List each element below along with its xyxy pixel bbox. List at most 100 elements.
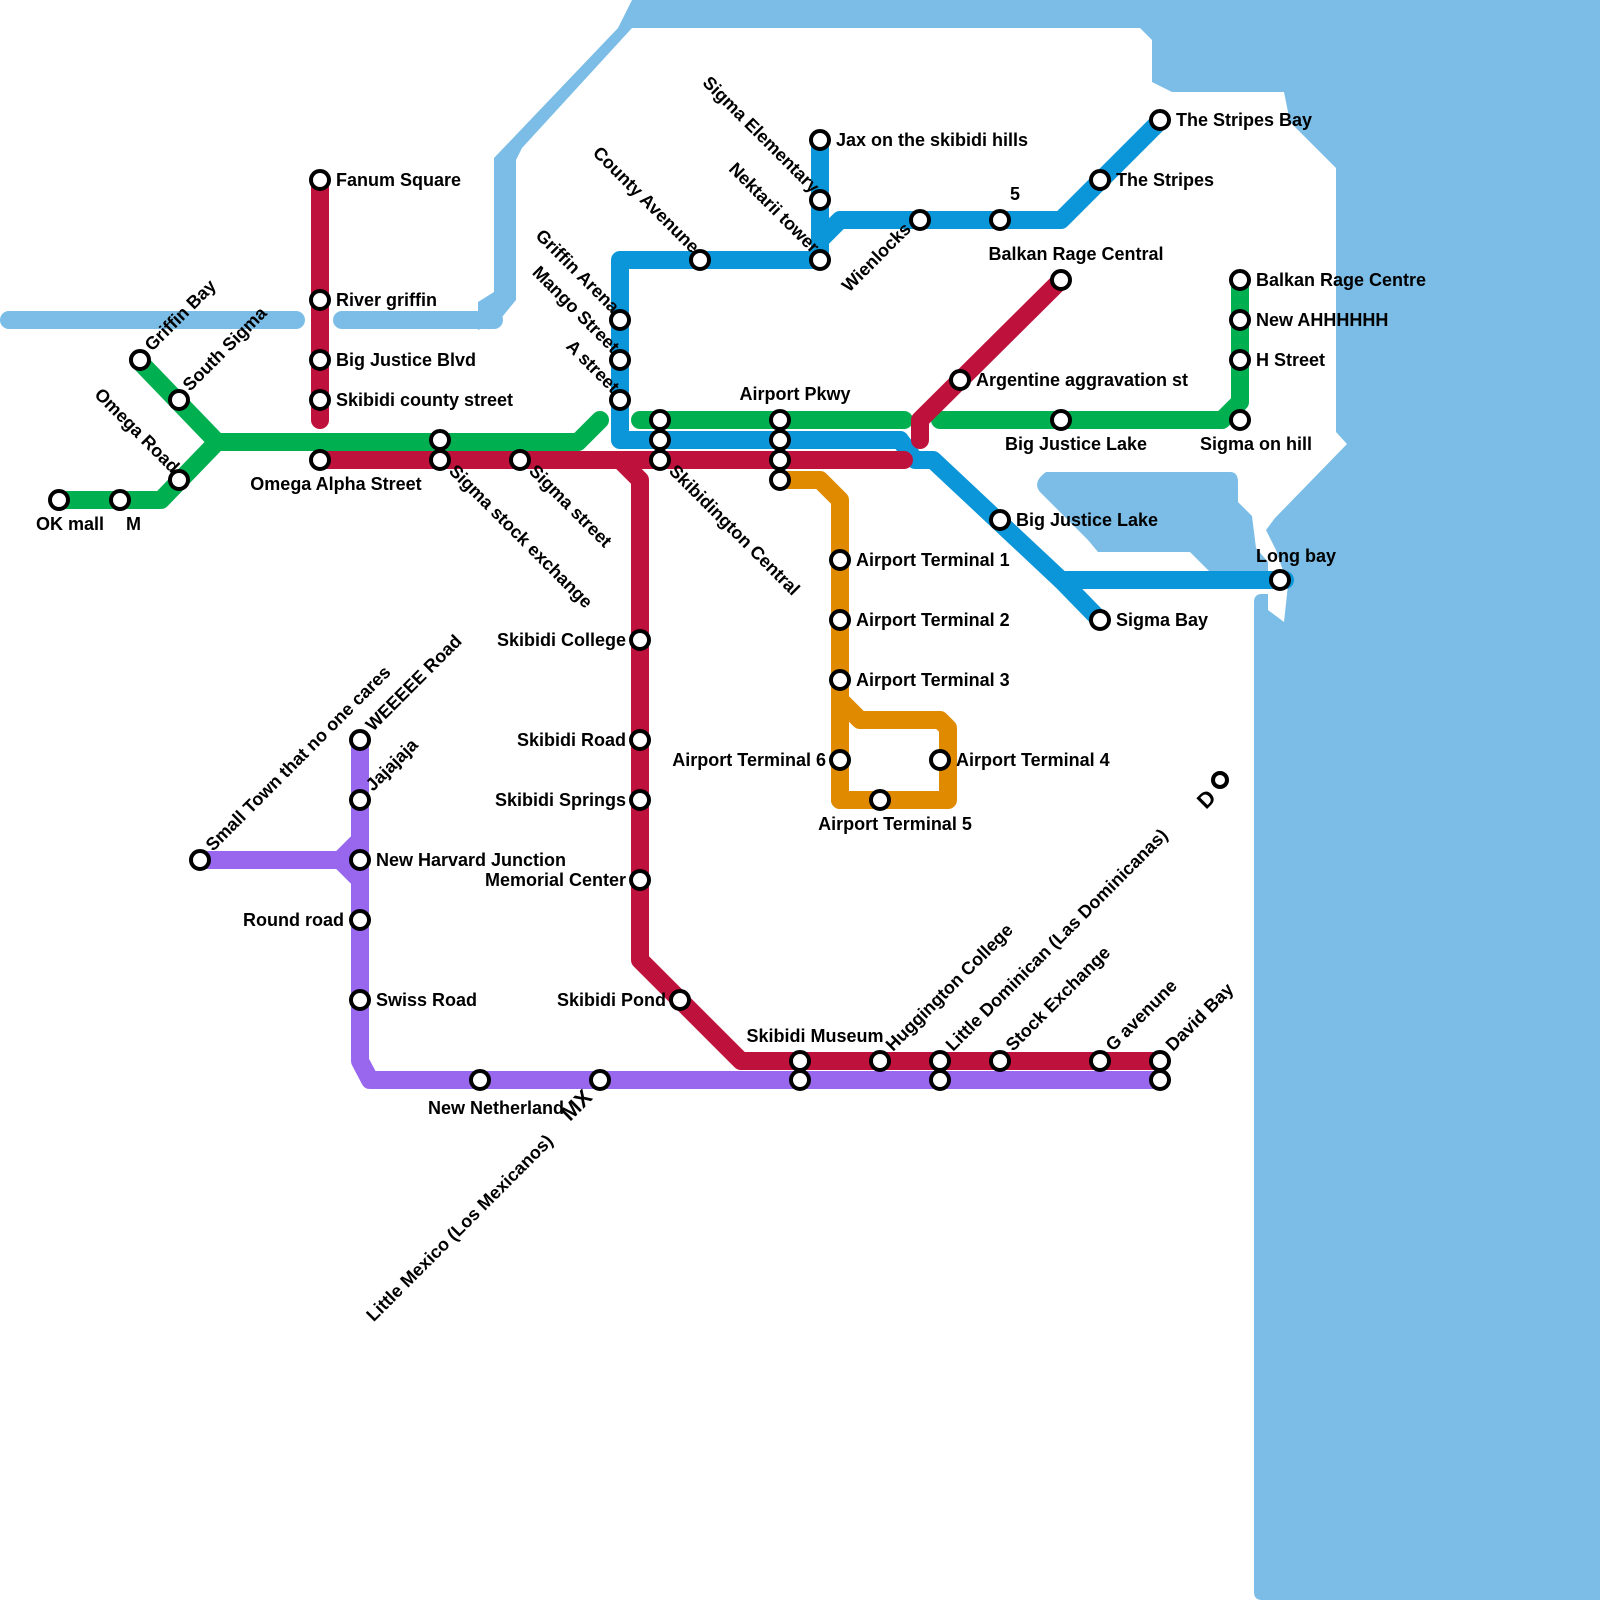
purple-line-main (351, 731, 1169, 1089)
station-skibidington-central-green[interactable] (649, 409, 671, 431)
label-river-griffin: River griffin (336, 290, 437, 310)
big-justice-lake (1037, 472, 1268, 572)
station-river-griffin[interactable] (309, 289, 331, 311)
station-sigma-on-hill[interactable] (1229, 409, 1251, 431)
station-balkan-rage-centre[interactable] (1229, 269, 1251, 291)
station-stock-exchange[interactable] (989, 1050, 1011, 1072)
station-sigma-bay[interactable] (1089, 609, 1111, 631)
station-skibidi-museum-purple[interactable] (789, 1069, 811, 1091)
station-omega-alpha-street[interactable] (309, 449, 331, 471)
station-griffin-arena[interactable] (609, 309, 631, 331)
station-county-avenune[interactable] (689, 249, 711, 271)
red-line-north-east (911, 271, 1070, 449)
station-big-justice-lake-blue[interactable] (989, 509, 1011, 531)
label-new-netherland: New Netherland (428, 1098, 564, 1118)
station-little-dominican-red[interactable] (929, 1050, 951, 1072)
station-memorial-center[interactable] (629, 869, 651, 891)
label-memorial-center: Memorial Center (485, 870, 626, 890)
station-little-dominican-purple[interactable] (929, 1069, 951, 1091)
label-skibidi-county-street: Skibidi county street (336, 390, 513, 410)
station-david-bay-red[interactable] (1149, 1050, 1171, 1072)
station-skibidi-pond[interactable] (669, 989, 691, 1011)
label-round-road: Round road (243, 910, 344, 930)
station-skibidi-college[interactable] (629, 629, 651, 651)
station-new-ahhhhhh[interactable] (1229, 309, 1251, 331)
blue-line-main (611, 131, 909, 449)
purple-line-west-b (331, 851, 369, 889)
station-sigma-stock-exchange-green[interactable] (429, 429, 451, 451)
station-big-justice-lake-green[interactable] (1050, 409, 1072, 431)
station-mx[interactable] (589, 1069, 611, 1091)
station-d[interactable] (1211, 771, 1229, 789)
label-big-justice-lake-green: Big Justice Lake (1005, 434, 1147, 454)
label-balkan-rage-centre: Balkan Rage Centre (1256, 270, 1426, 290)
station-jajajaja[interactable] (349, 789, 371, 811)
river-diagonal (478, 0, 632, 330)
line-purple (191, 731, 1169, 1089)
station-sigma-elementary[interactable] (809, 189, 831, 211)
sea (632, 0, 1600, 1600)
station-airport-pkwy-orange[interactable] (769, 469, 791, 491)
label-airport-terminal-2: Airport Terminal 2 (856, 610, 1010, 630)
label-swiss-road: Swiss Road (376, 990, 477, 1010)
label-airport-terminal-5: Airport Terminal 5 (818, 814, 972, 834)
station-mango-street[interactable] (609, 349, 631, 371)
station-a-street[interactable] (609, 389, 631, 411)
station-airport-pkwy-blue[interactable] (769, 429, 791, 451)
station-5[interactable] (989, 209, 1011, 231)
stations (48, 109, 1291, 1091)
station-david-bay-purple[interactable] (1149, 1069, 1171, 1091)
station-weeeee-road[interactable] (349, 729, 371, 751)
station-skibidi-road[interactable] (629, 729, 651, 751)
station-small-town[interactable] (189, 849, 211, 871)
station-skibidington-central-blue[interactable] (649, 429, 671, 451)
station-long-bay[interactable] (1269, 569, 1291, 591)
station-swiss-road[interactable] (349, 989, 371, 1011)
station-g-avenune[interactable] (1089, 1050, 1111, 1072)
station-skibidi-county-street[interactable] (309, 389, 331, 411)
label-sigma-on-hill: Sigma on hill (1200, 434, 1312, 454)
station-skibidington-central-red[interactable] (649, 449, 671, 471)
station-jax-on-the-skibidi-hills[interactable] (809, 129, 831, 151)
station-griffin-bay[interactable] (129, 349, 151, 371)
station-airport-terminal-2[interactable] (829, 609, 851, 631)
station-h-street[interactable] (1229, 349, 1251, 371)
station-new-netherland[interactable] (469, 1069, 491, 1091)
station-airport-terminal-6[interactable] (829, 749, 851, 771)
station-m[interactable] (109, 489, 131, 511)
station-ok-mall[interactable] (48, 489, 70, 511)
station-airport-terminal-5[interactable] (869, 789, 891, 811)
river-west-left (0, 311, 305, 329)
station-sigma-street[interactable] (509, 449, 531, 471)
station-wienlocks[interactable] (909, 209, 931, 231)
label-new-harvard-junction: New Harvard Junction (376, 850, 566, 870)
station-the-stripes[interactable] (1089, 169, 1111, 191)
station-sigma-stock-exchange-red[interactable] (429, 449, 451, 471)
station-fanum-square[interactable] (309, 169, 331, 191)
station-nektarii-tower[interactable] (809, 249, 831, 271)
station-the-stripes-bay[interactable] (1149, 109, 1171, 131)
station-airport-terminal-3[interactable] (829, 669, 851, 691)
station-skibidi-springs[interactable] (629, 789, 651, 811)
label-skibidi-springs: Skibidi Springs (495, 790, 626, 810)
station-round-road[interactable] (349, 909, 371, 931)
label-the-stripes: The Stripes (1116, 170, 1214, 190)
station-skibidi-museum-red[interactable] (789, 1050, 811, 1072)
station-airport-pkwy-green[interactable] (769, 409, 791, 431)
station-airport-terminal-1[interactable] (829, 549, 851, 571)
label-fanum-square: Fanum Square (336, 170, 461, 190)
station-balkan-rage-central[interactable] (1050, 269, 1072, 291)
label-airport-terminal-3: Airport Terminal 3 (856, 670, 1010, 690)
station-airport-terminal-4[interactable] (929, 749, 951, 771)
label-big-justice-blvd: Big Justice Blvd (336, 350, 476, 370)
label-h-street: H Street (1256, 350, 1325, 370)
river-west-right (333, 311, 503, 329)
station-south-sigma[interactable] (168, 389, 190, 411)
station-big-justice-blvd[interactable] (309, 349, 331, 371)
station-huggington-college[interactable] (869, 1050, 891, 1072)
station-argentine-aggravation-st[interactable] (949, 369, 971, 391)
station-airport-pkwy-red[interactable] (769, 449, 791, 471)
station-new-harvard-junction[interactable] (349, 849, 371, 871)
station-omega-road[interactable] (168, 469, 190, 491)
